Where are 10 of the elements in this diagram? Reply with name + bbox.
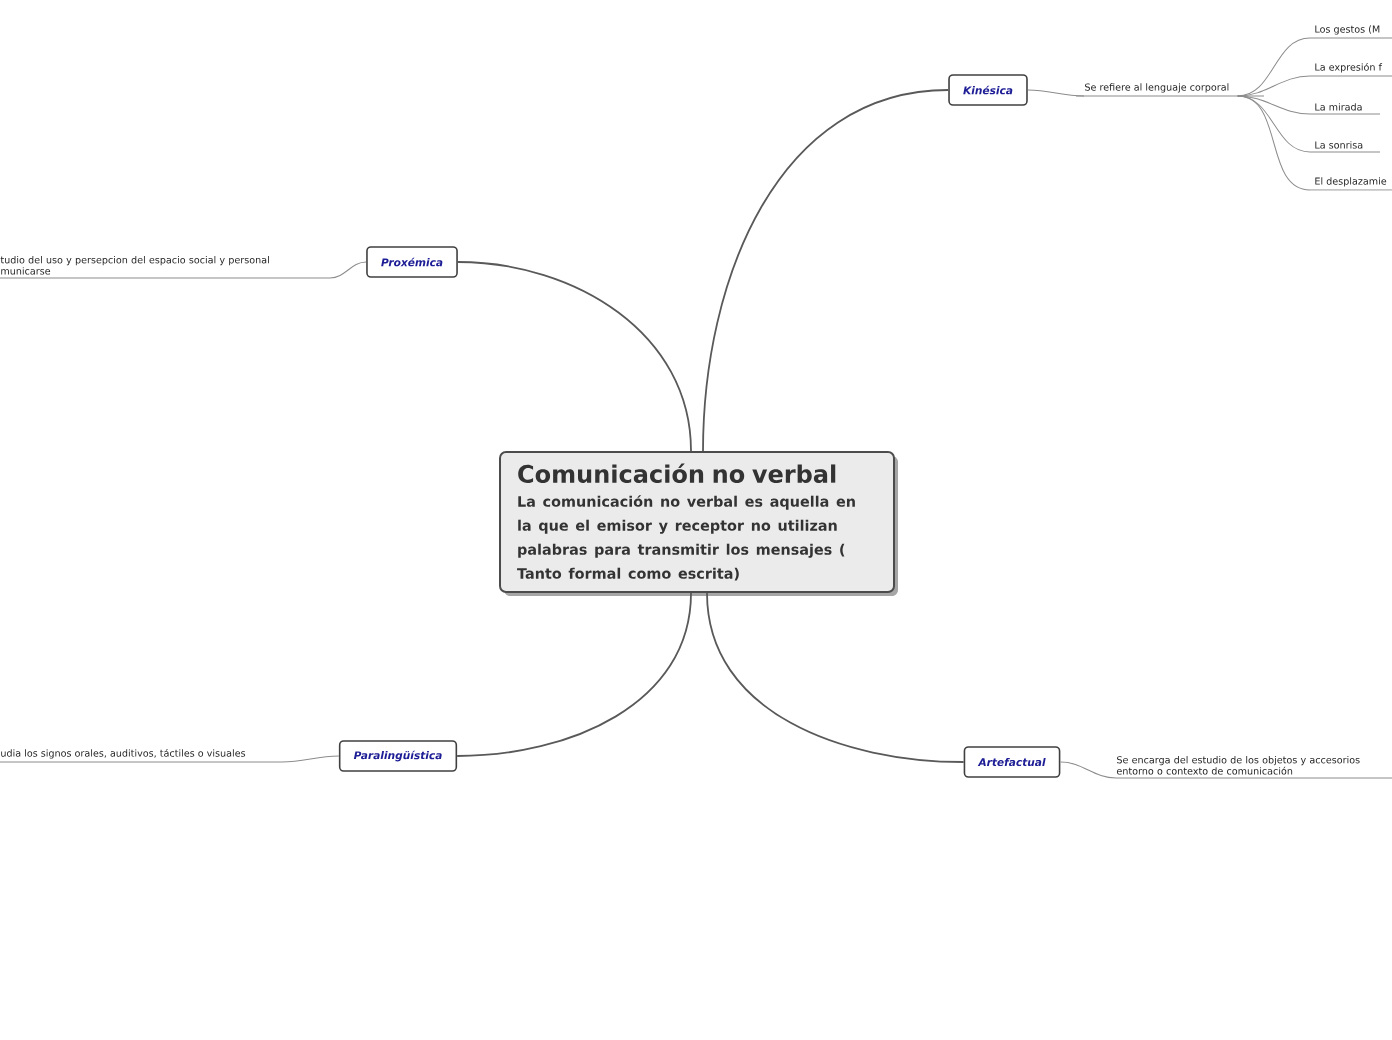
connector-line xyxy=(706,592,965,763)
connector-line xyxy=(456,261,692,452)
connector-line xyxy=(281,755,340,763)
connector-line xyxy=(1237,95,1311,191)
connector-line xyxy=(1237,75,1311,97)
connector-line xyxy=(702,89,950,452)
connector-line xyxy=(456,592,692,757)
connector-line xyxy=(329,261,367,279)
connector-line xyxy=(1027,89,1085,97)
connector-line xyxy=(1059,761,1117,779)
